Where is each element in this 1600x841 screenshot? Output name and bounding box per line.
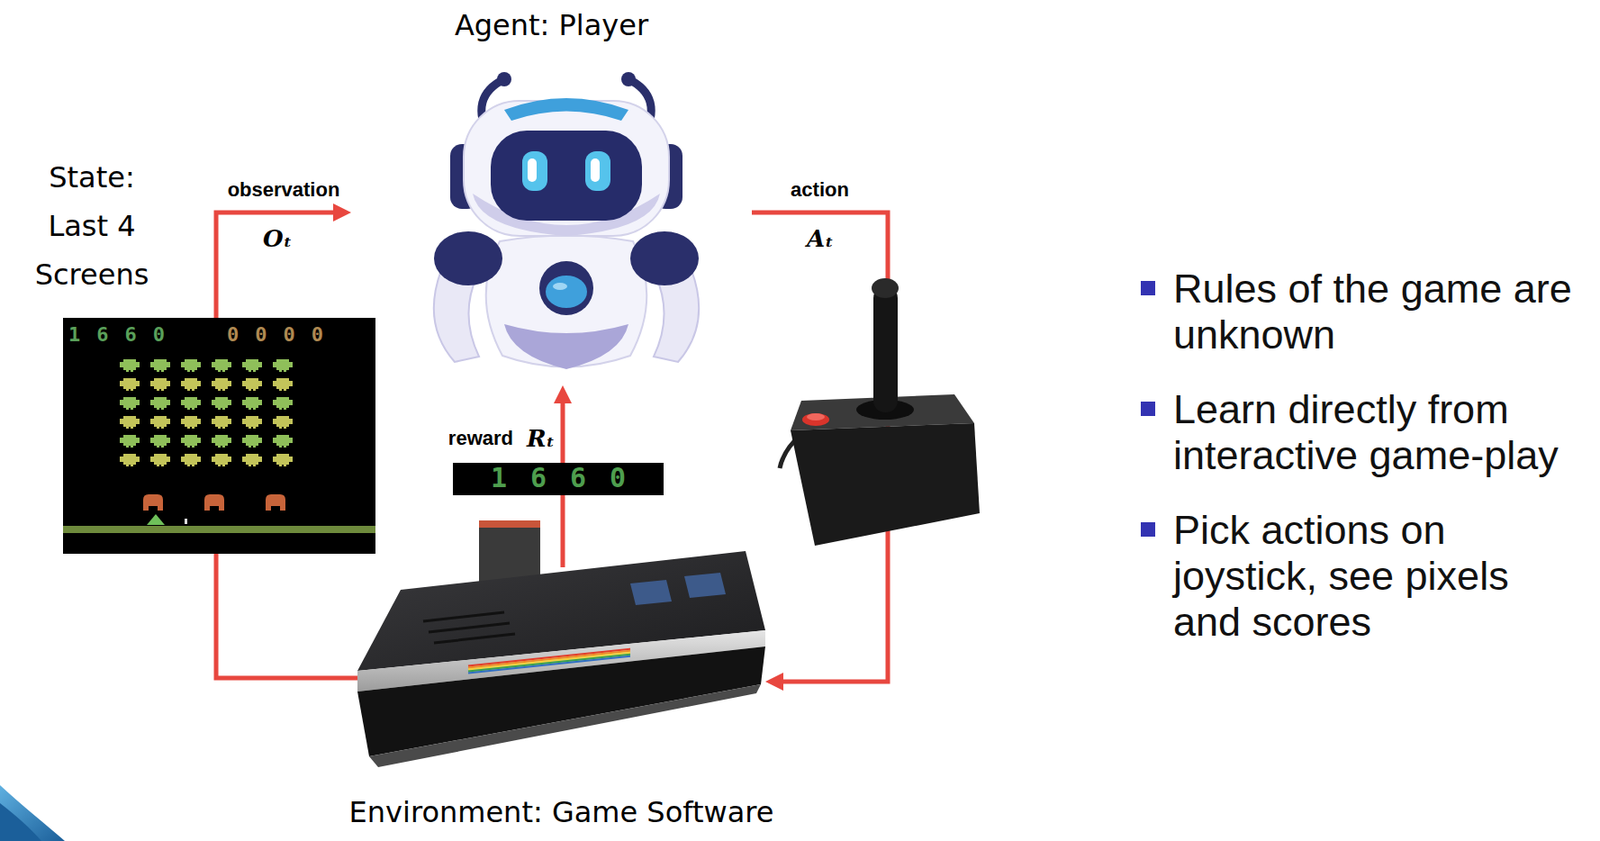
game-screen-part <box>184 518 188 525</box>
robot-illustration-part <box>630 231 699 286</box>
screen-score: 0000 <box>226 323 340 347</box>
robot-illustration-part <box>527 158 537 182</box>
console-illustration-part <box>684 572 726 598</box>
flow-arrow <box>216 212 337 318</box>
game-screen-part <box>115 355 299 470</box>
bullet-marks-part <box>1140 280 1156 296</box>
bullet-text: Rules of the game are unknown <box>1173 265 1583 358</box>
robot-illustration <box>433 72 699 370</box>
screen-score: 1660 <box>68 323 181 347</box>
edge-label: reward <box>448 426 514 451</box>
game-screen-part-part <box>204 494 225 511</box>
observation-symbol: Oₜ <box>262 225 292 253</box>
robot-illustration-part <box>463 100 669 236</box>
reward-symbol: Rₜ <box>526 424 555 452</box>
edge-label: observation <box>227 178 341 202</box>
reward-score: 1660 <box>467 462 650 494</box>
flow-arrow <box>216 553 358 678</box>
robot-illustration-part <box>522 151 548 191</box>
bullet-text: Pick actions on joystick, see pixels and… <box>1173 506 1583 645</box>
node-heading: Environment: Game Software <box>349 794 775 831</box>
game-screen-part <box>143 494 286 511</box>
node-heading: Agent: Player <box>351 7 752 44</box>
joystick-illustration-part <box>806 413 825 421</box>
bullet-text: Learn directly from interactive game-pla… <box>1173 386 1583 479</box>
console-illustration <box>357 520 766 768</box>
joystick-illustration-part <box>873 286 898 413</box>
action-symbol: Aₜ <box>806 225 834 253</box>
robot-illustration-part <box>621 72 636 87</box>
edge-label: action <box>790 178 850 202</box>
game-screen <box>63 317 376 554</box>
robot-illustration-part <box>552 282 568 290</box>
game-screen-part <box>146 514 165 525</box>
robot-illustration-part <box>504 98 629 121</box>
bullet-marks <box>1140 280 1156 537</box>
console-illustration-part <box>479 520 541 528</box>
bullet-marks-part <box>1140 401 1156 416</box>
joystick-illustration <box>779 278 980 546</box>
environment-node: Environment: Game Software <box>357 567 766 776</box>
robot-illustration-part <box>585 151 611 191</box>
state-screen: State: Last 4 Screens16600000 <box>63 317 376 554</box>
game-screen-part-part <box>143 494 163 511</box>
console-illustration-part <box>369 684 761 768</box>
corner-decoration-part <box>0 785 65 841</box>
game-screen-part-part <box>265 494 286 511</box>
node-heading: State: Last 4 Screens <box>24 153 160 299</box>
corner-decoration <box>0 785 65 841</box>
robot-illustration-part <box>504 324 629 370</box>
joystick-illustration-part <box>802 413 830 426</box>
bullet-marks-part <box>1140 522 1156 537</box>
robot-illustration-part <box>545 275 588 308</box>
console-illustration-part <box>630 579 672 606</box>
score-display: 1660 <box>452 462 664 496</box>
agent-node: Agent: Player <box>351 7 752 386</box>
robot-illustration-part <box>497 72 512 87</box>
robot-illustration-part <box>490 130 642 221</box>
console-illustration-part <box>423 612 516 643</box>
robot-illustration-part <box>590 158 600 182</box>
joystick-illustration-part <box>871 278 899 299</box>
robot-illustration-part <box>433 231 503 286</box>
joystick-illustration-part <box>790 423 980 546</box>
robot-illustration-part <box>539 261 594 316</box>
corner-decoration-part <box>0 803 42 841</box>
game-screen-part <box>63 317 376 554</box>
game-screen-part <box>63 525 376 534</box>
